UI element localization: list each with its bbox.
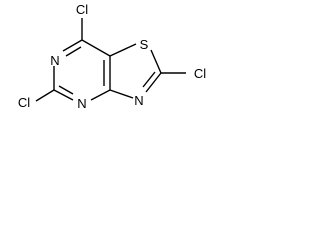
- bond-n6-c7: [62, 39, 83, 52]
- bond-n6-c7-double: [65, 46, 82, 57]
- atom-labels: Cl N S Cl N N Cl: [18, 2, 206, 111]
- bond-c5-cl: [35, 89, 55, 102]
- atom-n-thiazole: N: [134, 93, 143, 108]
- structure-canvas: Cl N S Cl N N Cl: [0, 0, 230, 138]
- atom-n-ring-bottom: N: [77, 96, 86, 111]
- bond-n3-c3a: [109, 89, 134, 99]
- atom-cl-right: Cl: [194, 66, 206, 81]
- bond-c7-c7a: [81, 39, 111, 57]
- molecule-diagram: Cl N S Cl N N Cl: [18, 2, 206, 111]
- bond-s1-c2: [150, 49, 162, 74]
- bond-c3a-n4: [90, 89, 111, 101]
- bonds: [35, 18, 186, 102]
- atom-cl-top: Cl: [76, 2, 88, 17]
- bond-c2-n3-double: [142, 71, 156, 88]
- bond-c2-n3: [145, 72, 162, 93]
- bond-n4-c5-double: [58, 85, 74, 95]
- bond-n4-c5: [53, 89, 74, 101]
- bond-c7a-s1: [109, 43, 137, 57]
- atom-n-ring-left: N: [50, 53, 59, 68]
- atom-s-thiazole: S: [140, 37, 149, 52]
- atom-cl-left: Cl: [18, 95, 30, 110]
